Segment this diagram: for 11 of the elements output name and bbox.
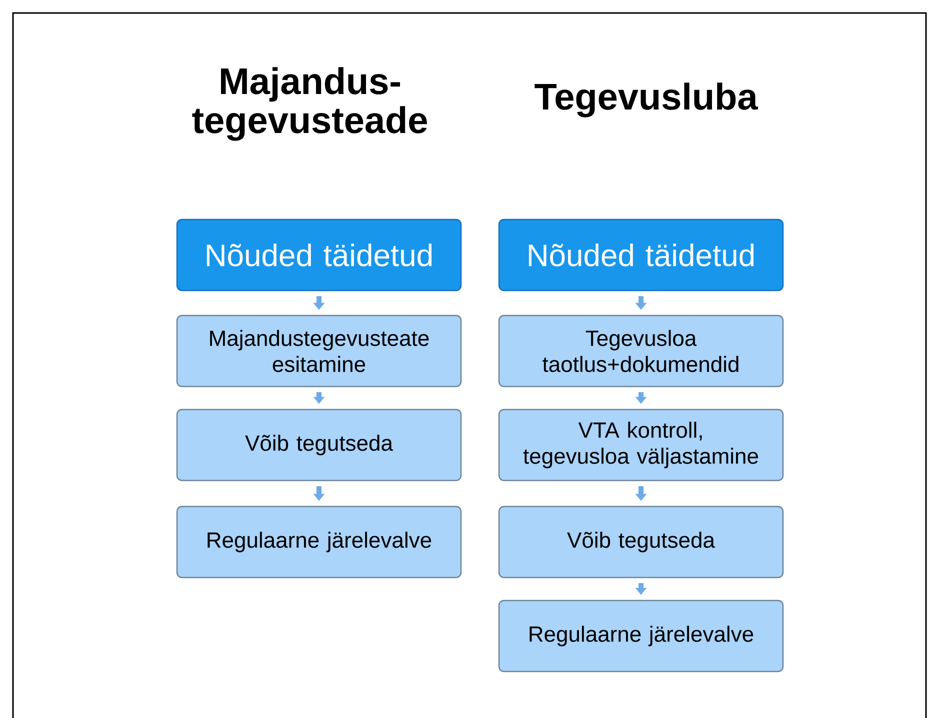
process-box: Majandustegevusteate esitamine	[176, 314, 462, 388]
process-box: Regulaarne järelevalve	[498, 600, 784, 672]
process-box: Regulaarne järelevalve	[176, 506, 462, 578]
process-box: Võib tegutseda	[498, 506, 784, 578]
process-box: Võib tegutseda	[176, 408, 462, 482]
process-box: VTA kontroll, tegevusloa väljastamine	[498, 408, 784, 482]
header-box: Nõuded täidetud	[176, 218, 462, 292]
header-box: Nõuded täidetud	[498, 218, 784, 292]
column-heading: Tegevusluba	[534, 82, 758, 118]
process-box: Tegevusloa taotlus+dokumendid	[498, 314, 784, 388]
column-heading: Majandus- tegevusteade	[192, 67, 427, 141]
